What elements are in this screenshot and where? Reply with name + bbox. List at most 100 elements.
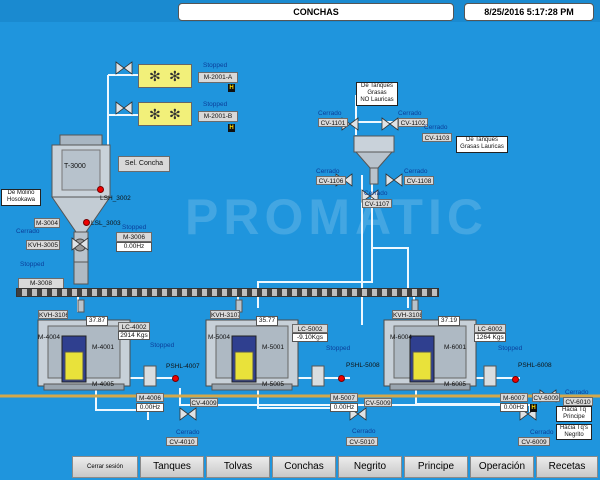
valve-cv1107-tag[interactable]: CV-1107 xyxy=(362,199,392,208)
fan-a-status: Stopped xyxy=(203,62,228,69)
pump-2-status: Stopped xyxy=(326,345,351,352)
valve-cv6009-small-tag[interactable]: CV-6009 xyxy=(532,393,560,402)
lauric-fat-source: De Tanques Grasas Lauricas xyxy=(456,136,508,153)
pump-m4006 xyxy=(143,365,157,387)
pshl4007-alarm-indicator xyxy=(172,375,179,382)
to-principe-tank[interactable]: Hacia Tq Principe xyxy=(556,406,592,422)
lsl-label: LSL_3003 xyxy=(91,220,121,227)
valve-cv1103-tag[interactable]: CV-1103 xyxy=(422,133,452,142)
conche-1-body xyxy=(37,319,131,391)
valve-cv1106-tag[interactable]: CV-1106 xyxy=(316,176,346,185)
valve-cv6010-tag[interactable]: CV-6010 xyxy=(563,397,593,406)
pump-m6007 xyxy=(483,365,497,387)
motor-m3004-tag[interactable]: M-3004 xyxy=(34,218,60,228)
to-negrito-tank[interactable]: Hacia Tq's Negrito xyxy=(556,424,592,440)
lc6002-value: 1264 Kgs xyxy=(474,333,506,342)
valve-cv4010-tag[interactable]: CV-4010 xyxy=(166,437,198,446)
nav-operacion-button[interactable]: Operación xyxy=(470,456,534,478)
cv6009-state: Cerrado xyxy=(530,429,554,436)
pump-m6007-frequency: 0.00Hz xyxy=(500,403,528,412)
valve-kvh3107-tag[interactable]: KVH-3107 xyxy=(210,310,240,319)
nav-negrito-button[interactable]: Negrito xyxy=(338,456,402,478)
pshl6008-alarm-indicator xyxy=(512,376,519,383)
select-conche-button[interactable]: Sel. Concha xyxy=(118,156,170,172)
pump-m5007-frequency: 0.00Hz xyxy=(330,403,358,412)
screw-conveyor[interactable] xyxy=(16,288,439,297)
feeder-status: Stopped xyxy=(122,224,147,231)
pump-m4006-tag[interactable]: M-4006 xyxy=(136,393,164,402)
conche-1-motor2-tag: M-4005 xyxy=(92,381,115,388)
pump-1-status: Stopped xyxy=(150,342,175,349)
lc4002-value: 2914 Kgs xyxy=(118,331,150,340)
conche-2-motor-tag: M-5001 xyxy=(262,344,285,351)
conche-3-tank-tag: M-6004 xyxy=(390,334,413,341)
fan-b-status: Stopped xyxy=(203,101,228,108)
fan-b-hand-badge: H xyxy=(228,124,235,132)
pump-m5007-tag[interactable]: M-5007 xyxy=(330,393,358,402)
feeder-frequency: 0.00Hz xyxy=(116,242,152,252)
pshl5008-alarm-indicator xyxy=(338,375,345,382)
air-pipe xyxy=(107,74,140,155)
nav-tolvas-button[interactable]: Tolvas xyxy=(206,456,270,478)
conche-1-motor-tag: M-4001 xyxy=(92,344,115,351)
logout-button[interactable]: Cerrar sesión xyxy=(72,456,138,478)
cv1102-state: Cerrado xyxy=(398,110,422,117)
conche-2-tank-tag: M-5004 xyxy=(208,334,231,341)
valve-cv1101-tag[interactable]: CV-1101 xyxy=(318,118,348,127)
feeder-tag[interactable]: M-3006 xyxy=(116,232,152,242)
datetime-display: 8/25/2016 5:17:28 PM xyxy=(464,3,594,21)
cv1101-state: Cerrado xyxy=(318,110,342,117)
lc5002-tag[interactable]: LC-5002 xyxy=(292,324,328,333)
conche-1-level: 37.87 xyxy=(86,316,108,326)
fan-icon: ✻ xyxy=(169,68,181,84)
cv1103-state: Cerrado xyxy=(424,124,448,131)
conche-3-motor2-tag: M-6005 xyxy=(444,381,467,388)
valve-kvh3005-tag[interactable]: KVH-3005 xyxy=(26,240,60,250)
valve-cv6009-tag[interactable]: CV-6009 xyxy=(518,437,550,446)
valve-cv1108-tag[interactable]: CV-1108 xyxy=(404,176,434,185)
conche-3-motor-tag: M-6001 xyxy=(444,344,467,351)
pump-m4006-frequency: 0.00Hz xyxy=(136,403,164,412)
kvh3005-state: Cerrado xyxy=(16,228,40,235)
screw-status: Stopped xyxy=(20,261,45,268)
valve-cv4009-tag[interactable]: CV-4009 xyxy=(190,398,218,407)
cv6010-state: Cerrado xyxy=(565,389,589,396)
valve-kvh3106-tag[interactable]: KVH-3106 xyxy=(38,310,68,319)
fan-a-tag[interactable]: M-2001-A xyxy=(198,72,238,83)
cv4010-state: Cerrado xyxy=(176,429,200,436)
nav-recetas-button[interactable]: Recetas xyxy=(536,456,598,478)
nav-tanques-button[interactable]: Tanques xyxy=(140,456,204,478)
valve-cv5009-tag[interactable]: CV-5009 xyxy=(364,398,392,407)
lsl-alarm-indicator xyxy=(83,219,90,226)
valve-cv1102-tag[interactable]: CV-1102 xyxy=(398,118,428,127)
pump-m6007-hand-badge: H xyxy=(530,404,537,412)
valve-kvh3108-tag[interactable]: KVH-3108 xyxy=(392,310,422,319)
fan-m2001b[interactable]: ✻ ✻ xyxy=(138,102,192,126)
watermark: PROMATIC xyxy=(185,189,488,245)
pump-3-status: Stopped xyxy=(498,345,523,352)
fan-icon: ✻ xyxy=(169,106,181,122)
no-lauric-fat-source: De Tanques Grasas NO Lauricas xyxy=(356,82,398,106)
page-title: CONCHAS xyxy=(178,3,454,21)
pump-m5007 xyxy=(311,365,325,387)
lsh-alarm-indicator xyxy=(97,186,104,193)
hopper-name: T-3000 xyxy=(64,163,86,170)
conche-3-body xyxy=(383,319,477,391)
fan-m2001a[interactable]: ✻ ✻ xyxy=(138,64,192,88)
conche-2-motor2-tag: M-5005 xyxy=(262,381,285,388)
cv1108-state: Cerrado xyxy=(404,168,428,175)
fan-b-tag[interactable]: M-2001-B xyxy=(198,111,238,122)
nav-conchas-button[interactable]: Conchas xyxy=(272,456,336,478)
cv1107-state: Cerrado xyxy=(364,190,388,197)
lc6002-tag[interactable]: LC-6002 xyxy=(474,324,506,333)
lc5002-value: -9.10Kgs xyxy=(292,333,328,342)
fat-manifold xyxy=(353,135,395,185)
pump-m6007-tag[interactable]: M-6007 xyxy=(500,393,528,402)
cv5010-state: Cerrado xyxy=(352,428,376,435)
lc4002-tag[interactable]: LC-4002 xyxy=(118,322,150,331)
conche-2-body xyxy=(205,319,299,391)
valve-cv5010-tag[interactable]: CV-5010 xyxy=(346,437,378,446)
pshl5008-label: PSHL-5008 xyxy=(346,362,380,369)
nav-principe-button[interactable]: Principe xyxy=(404,456,468,478)
